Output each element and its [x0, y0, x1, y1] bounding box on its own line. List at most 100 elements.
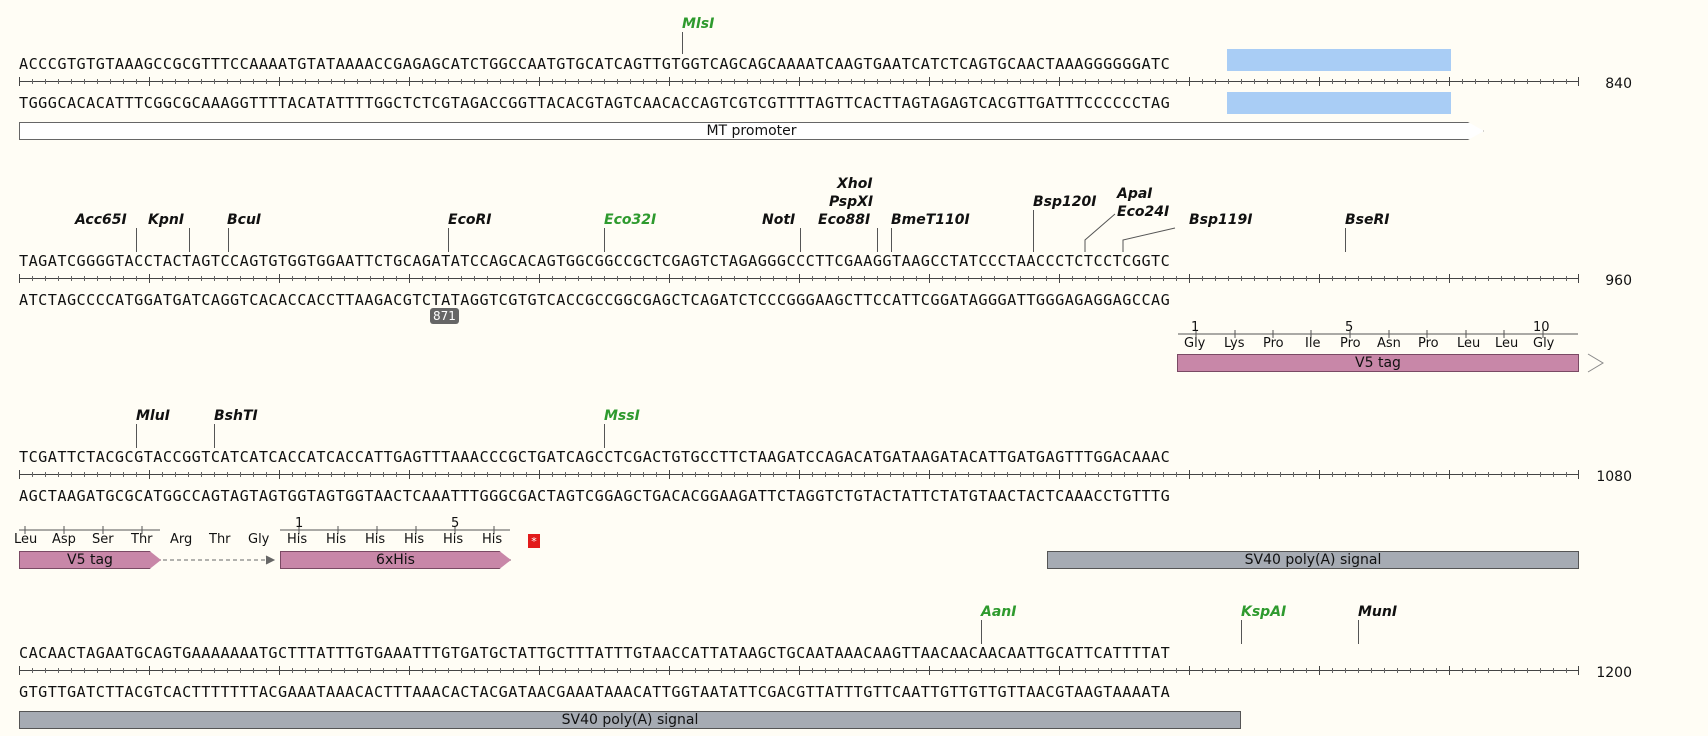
ruler-tick [1397, 276, 1398, 281]
ruler-tick [1163, 79, 1164, 84]
ruler-tick [513, 472, 514, 477]
top-strand[interactable]: TCGATTCTACGCGTACCGGTCATCATCACCATCACCATTG… [19, 448, 1171, 466]
ruler-tick [409, 470, 410, 479]
ruler-tick [292, 472, 293, 477]
site-bsp119i[interactable]: Bsp119I [1189, 212, 1253, 228]
ruler-tick [838, 276, 839, 281]
ruler-tick [1384, 79, 1385, 84]
ruler-tick [58, 668, 59, 673]
ruler-tick [1436, 79, 1437, 84]
ruler-tick [916, 472, 917, 477]
aa-number: 1 [1191, 320, 1200, 335]
site-muni[interactable]: MunI [1358, 604, 1398, 620]
feature-v5-tag-end[interactable]: V5 tag [19, 551, 161, 569]
ruler-tick [1215, 472, 1216, 477]
ruler-tick [1254, 79, 1255, 84]
feature-mt-promoter[interactable]: MT promoter [19, 122, 1484, 140]
feature-6xhis[interactable]: 6xHis [280, 551, 511, 569]
ruler-tick [19, 666, 20, 675]
ruler-tick [279, 666, 280, 675]
site-bcui[interactable]: BcuI [227, 212, 262, 228]
ruler-tick [669, 274, 670, 283]
bottom-strand[interactable]: GTGTTGATCTTACGTCACTTTTTTTACGAAATAAACACTT… [19, 683, 1171, 701]
site-bmet110i[interactable]: BmeT110I [891, 212, 970, 228]
site-pspxi[interactable]: PspXI [829, 194, 874, 210]
site-eco88i[interactable]: Eco88I [818, 212, 871, 228]
ruler-tick [630, 276, 631, 281]
site-bshti[interactable]: BshTI [214, 408, 258, 424]
ruler-tick [825, 276, 826, 281]
ruler-tick [214, 276, 215, 281]
ruler-tick [1137, 276, 1138, 281]
site-kpni[interactable]: KpnI [148, 212, 185, 228]
ruler-tick [318, 276, 319, 281]
ruler-tick [955, 472, 956, 477]
site-kspai[interactable]: KspAI [1241, 604, 1287, 620]
ruler-tick [19, 77, 20, 86]
ruler-tick [32, 79, 33, 84]
ruler-tick [344, 276, 345, 281]
ruler-tick [344, 79, 345, 84]
sequence-row-2: Acc65I KpnI BcuI EcoRI Eco32I NotI XhoI … [19, 176, 1632, 373]
site-eco32i[interactable]: Eco32I [604, 212, 657, 228]
ruler-tick [825, 472, 826, 477]
ruler-tick [318, 472, 319, 477]
ruler-tick [123, 79, 124, 84]
ruler-tick [409, 77, 410, 86]
feature-v5-tag[interactable]: V5 tag [1177, 354, 1579, 372]
site-ecori[interactable]: EcoRI [448, 212, 492, 228]
bottom-strand[interactable]: TGGGCACACATTTCGGCGCAAAGGTTTTACATATTTTGGC… [19, 94, 1171, 112]
ruler-tick [84, 276, 85, 281]
ruler-tick [1332, 79, 1333, 84]
site-aani[interactable]: AanI [981, 604, 1017, 620]
position-badge: 871 [430, 308, 459, 324]
ruler-tick [188, 472, 189, 477]
top-strand[interactable]: ACCCGTGTGTAAAGCCGCGTTTCCAAAATGTATAAAACCG… [19, 55, 1171, 73]
ruler-tick [383, 79, 384, 84]
site-eco24i[interactable]: Eco24I [1117, 204, 1170, 220]
feature-sv40-polya[interactable]: SV40 poly(A) signal [1047, 551, 1579, 569]
ruler-tick [721, 472, 722, 477]
ruler-tick [1319, 470, 1320, 479]
feature-sv40-polya[interactable]: SV40 poly(A) signal [19, 711, 1241, 729]
bottom-strand[interactable]: ATCTAGCCCCATGGATGATCAGGTCACACCACCTTAAGAC… [19, 291, 1171, 309]
ruler-tick [591, 79, 592, 84]
ruler-tick [734, 472, 735, 477]
site-mlui[interactable]: MluI [136, 408, 170, 424]
site-pin [136, 424, 137, 448]
site-mssi[interactable]: MssI [604, 408, 640, 424]
ruler-tick [1085, 276, 1086, 281]
site-bseri[interactable]: BseRI [1345, 212, 1390, 228]
ruler-tick [734, 668, 735, 673]
ruler-tick [617, 79, 618, 84]
site-noti[interactable]: NotI [762, 212, 796, 228]
site-apai[interactable]: ApaI [1117, 186, 1153, 202]
ruler-tick [1488, 668, 1489, 673]
ruler-tick [786, 276, 787, 281]
ruler-tick [760, 79, 761, 84]
ruler [19, 666, 1579, 676]
ruler-tick [994, 668, 995, 673]
site-mlsi[interactable]: MlsI [682, 16, 715, 32]
ruler-tick [409, 274, 410, 283]
ruler-tick [1033, 276, 1034, 281]
bottom-strand[interactable]: AGCTAAGATGCGCATGGCCAGTAGTAGTGGTAGTGGTAAC… [19, 487, 1171, 505]
ruler-tick [357, 668, 358, 673]
ruler-tick [760, 668, 761, 673]
site-acc65i[interactable]: Acc65I [75, 212, 127, 228]
ruler-tick [357, 79, 358, 84]
ruler-tick [929, 666, 930, 675]
top-strand[interactable]: TAGATCGGGGTACCTACTAGTCCAGTGTGGTGGAATTCTG… [19, 252, 1171, 270]
ruler-tick [669, 77, 670, 86]
ruler-tick [578, 668, 579, 673]
ruler-tick [1007, 472, 1008, 477]
ruler-tick [84, 79, 85, 84]
ruler-tick [968, 668, 969, 673]
site-bsp120i[interactable]: Bsp120I [1033, 194, 1097, 210]
ruler-tick [1072, 276, 1073, 281]
ruler-tick [747, 79, 748, 84]
top-strand[interactable]: CACAACTAGAATGCAGTGAAAAAAATGCTTTATTTGTGAA… [19, 644, 1171, 662]
ruler-tick [422, 472, 423, 477]
site-xhoi[interactable]: XhoI [837, 176, 873, 192]
ruler-tick [474, 79, 475, 84]
